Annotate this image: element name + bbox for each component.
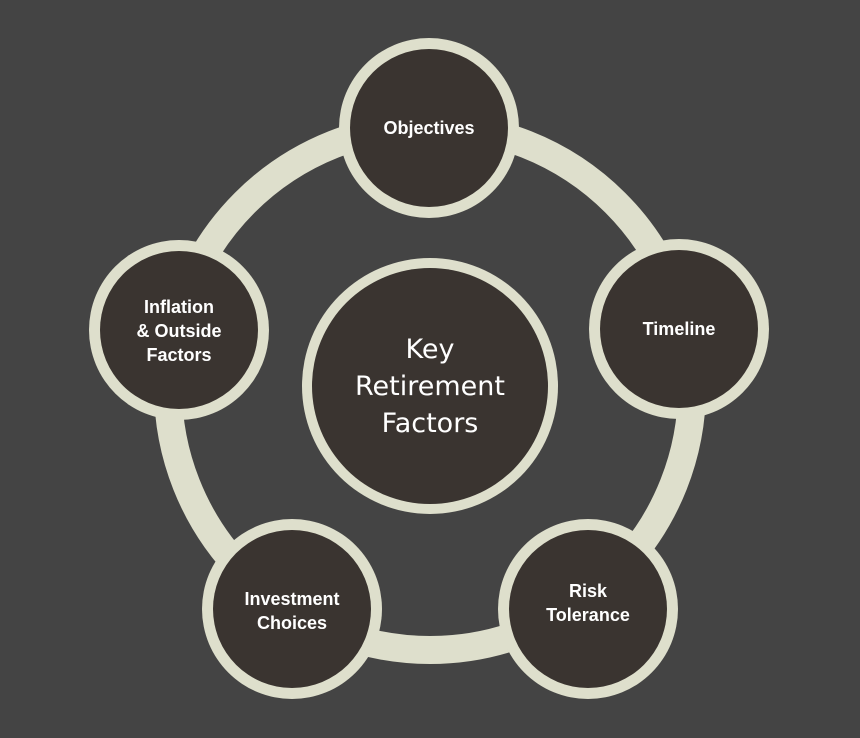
node-risk-tolerance	[498, 519, 678, 699]
node-inflation-outside-factors	[89, 240, 269, 420]
center-hub-fill	[312, 268, 548, 504]
node-objectives	[339, 38, 519, 218]
node-objectives-fill	[350, 49, 508, 207]
center-hub	[302, 258, 558, 514]
node-risk-tolerance-fill	[509, 530, 667, 688]
node-investment-choices	[202, 519, 382, 699]
node-inflation-outside-factors-fill	[100, 251, 258, 409]
node-investment-choices-fill	[213, 530, 371, 688]
node-timeline-fill	[600, 250, 758, 408]
node-timeline	[589, 239, 769, 419]
